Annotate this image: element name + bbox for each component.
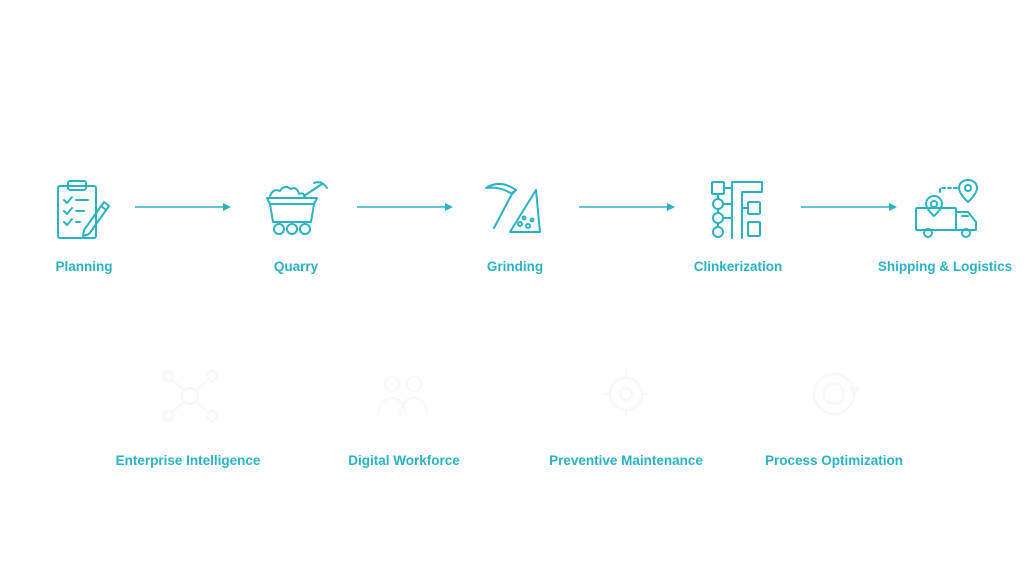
gear-brain-icon (603, 371, 649, 417)
workers-icon (377, 376, 429, 417)
capability-label-digital-workforce: Digital Workforce (348, 453, 460, 468)
delivery-truck-icon (915, 179, 978, 238)
network-icon (162, 370, 218, 422)
pipeline-icon (711, 181, 763, 239)
step-label-quarry: Quarry (273, 259, 319, 274)
step-label-planning: Planning (55, 259, 113, 274)
pickaxe-icon (485, 183, 541, 233)
clipboard-checklist-icon (57, 180, 110, 239)
capability-label-enterprise-intelligence: Enterprise Intelligence (115, 453, 261, 468)
arrow-clinkerization-to-shipping (801, 203, 897, 211)
arrow-planning-to-quarry (135, 203, 231, 211)
capability-label-process-optimization: Process Optimization (764, 453, 904, 468)
capability-label-preventive-maintenance: Preventive Maintenance (549, 453, 703, 468)
step-label-shipping-logistics: Shipping & Logistics (877, 259, 1013, 274)
mine-cart-icon (266, 181, 328, 235)
gear-cycle-icon (813, 373, 860, 415)
arrow-quarry-to-grinding (357, 203, 453, 211)
step-label-grinding: Grinding (486, 259, 544, 274)
arrow-grinding-to-clinkerization (579, 203, 675, 211)
step-label-clinkerization: Clinkerization (693, 259, 783, 274)
